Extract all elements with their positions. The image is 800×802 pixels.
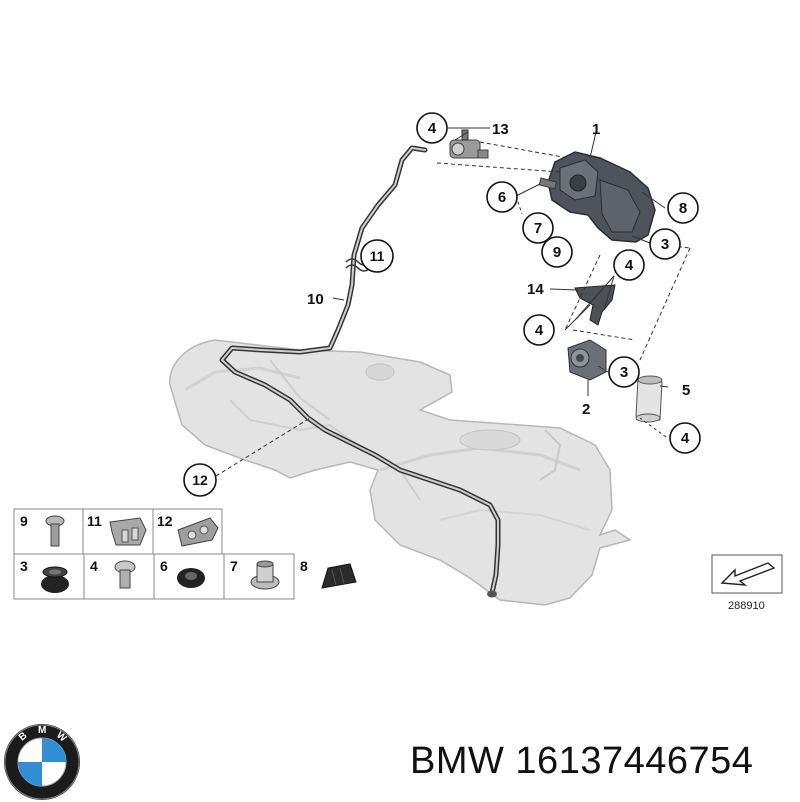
fuel-line xyxy=(219,145,501,598)
svg-text:6: 6 xyxy=(160,558,168,574)
callout-13: 13 xyxy=(492,121,509,138)
callout-4-bottom: 4 xyxy=(669,422,701,454)
rubber-pad-icon xyxy=(321,563,357,589)
legend-cell-6: 6 xyxy=(160,558,205,588)
callout-4-top: 4 xyxy=(416,112,448,144)
legend-cell-7: 7 xyxy=(230,558,280,590)
svg-text:4: 4 xyxy=(428,120,437,137)
parts-legend: 9 11 12 3 xyxy=(13,508,357,600)
callout-4-left: 4 xyxy=(523,314,555,346)
svg-text:1: 1 xyxy=(592,121,600,138)
svg-text:11: 11 xyxy=(87,513,102,529)
bracket xyxy=(574,284,616,326)
carbon-canister xyxy=(538,151,656,243)
bolt-icon xyxy=(114,560,136,589)
svg-text:8: 8 xyxy=(300,558,308,574)
svg-text:2: 2 xyxy=(582,401,590,418)
legend-cell-9: 9 xyxy=(20,513,65,547)
svg-text:4: 4 xyxy=(625,257,634,274)
callout-12: 12 xyxy=(183,463,217,497)
pump xyxy=(567,339,607,381)
bmw-logo: B M W xyxy=(4,724,80,800)
reference-box: 288910 xyxy=(711,554,783,612)
svg-text:14: 14 xyxy=(527,281,544,298)
valve xyxy=(449,129,489,159)
svg-text:7: 7 xyxy=(230,558,238,574)
bushing-icon xyxy=(250,560,280,590)
callout-6: 6 xyxy=(486,181,518,213)
callout-8: 8 xyxy=(667,192,699,224)
svg-text:12: 12 xyxy=(192,472,208,488)
svg-text:9: 9 xyxy=(20,513,28,529)
svg-text:4: 4 xyxy=(90,558,98,574)
callout-7: 7 xyxy=(522,212,554,244)
pipe-clip-icon xyxy=(177,517,219,547)
svg-text:6: 6 xyxy=(498,189,506,206)
svg-text:9: 9 xyxy=(553,244,561,261)
legend-cell-8: 8 xyxy=(300,558,357,589)
clip-icon xyxy=(109,517,147,546)
svg-text:4: 4 xyxy=(535,322,544,339)
callout-2: 2 xyxy=(582,401,590,418)
callout-14: 14 xyxy=(527,281,544,298)
svg-text:13: 13 xyxy=(492,121,509,138)
leader-lines xyxy=(215,127,691,477)
svg-text:11: 11 xyxy=(370,248,385,264)
svg-text:10: 10 xyxy=(307,291,324,308)
legend-cell-11: 11 xyxy=(87,513,147,546)
svg-text:M: M xyxy=(38,725,46,736)
callout-9: 9 xyxy=(541,236,573,268)
svg-text:8: 8 xyxy=(679,200,687,217)
ring-grommet-icon xyxy=(177,568,205,588)
legend-cell-12: 12 xyxy=(157,513,219,547)
svg-text:3: 3 xyxy=(661,236,669,253)
legend-cell-3: 3 xyxy=(20,558,69,593)
callout-10: 10 xyxy=(307,291,324,308)
svg-text:12: 12 xyxy=(157,513,173,529)
callout-11: 11 xyxy=(360,239,394,273)
reference-number: 288910 xyxy=(728,600,765,612)
svg-text:5: 5 xyxy=(682,382,690,399)
callout-5: 5 xyxy=(682,382,690,399)
screw-icon xyxy=(45,515,65,547)
svg-text:7: 7 xyxy=(534,220,542,237)
filter xyxy=(635,375,663,423)
grommet-icon xyxy=(41,566,69,593)
callout-3-right: 3 xyxy=(649,228,681,260)
part-number-caption: BMW 16137446754 xyxy=(410,740,754,782)
callout-4-mid: 4 xyxy=(613,249,645,281)
svg-text:4: 4 xyxy=(681,430,690,447)
legend-cell-4: 4 xyxy=(90,558,136,589)
svg-text:3: 3 xyxy=(20,558,28,574)
arrow-icon xyxy=(720,562,776,586)
callout-1: 1 xyxy=(592,121,600,138)
svg-text:3: 3 xyxy=(620,364,628,381)
callout-3-pump: 3 xyxy=(608,356,640,388)
